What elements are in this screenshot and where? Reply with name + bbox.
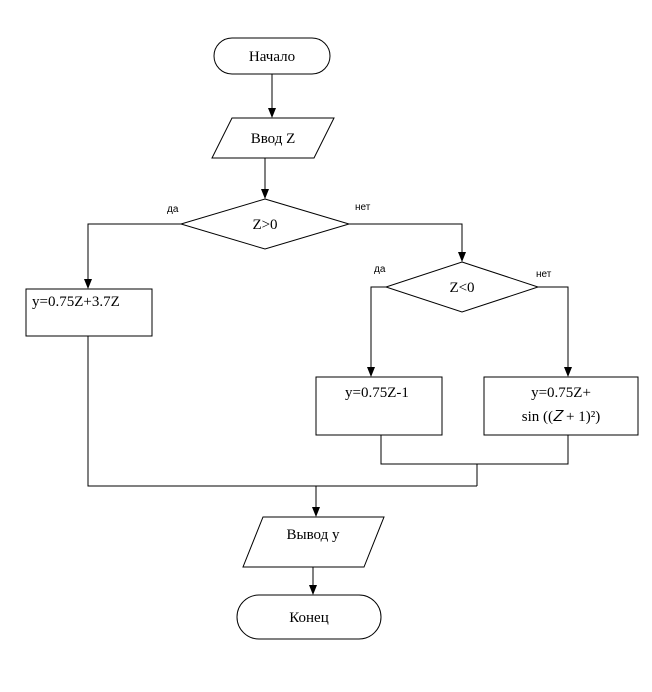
end-label: Конец	[289, 610, 328, 626]
input-parallelogram: Ввод Z	[211, 117, 335, 159]
arrowhead-end	[309, 585, 317, 595]
process-right-box: y=0.75Z+ sin ((𝑍 + 1)²)	[483, 376, 639, 436]
process-left-label: y=0.75Z+3.7Z	[32, 294, 120, 310]
process-mid-box: y=0.75Z-1	[315, 376, 443, 436]
decision2-diamond: Z<0	[384, 261, 540, 313]
decision1-yes-label: да	[167, 204, 179, 215]
decision2-yes-label: да	[374, 264, 386, 275]
connector-decision1-yes	[87, 223, 181, 280]
process-right-label-line1: y=0.75Z+	[531, 385, 591, 401]
start-label: Начало	[249, 49, 295, 65]
decision2-label: Z<0	[449, 280, 474, 296]
connector-decision2-yes	[370, 286, 386, 368]
output-label: Вывод y	[286, 527, 340, 543]
decision1-label: Z>0	[252, 217, 277, 233]
arrowhead-process-left	[84, 279, 92, 289]
arrowhead-decision1	[261, 189, 269, 199]
arrowhead-process-right	[564, 367, 572, 377]
process-mid-label: y=0.75Z-1	[345, 385, 409, 401]
arrowhead-decision2	[458, 252, 466, 262]
arrowhead-output	[312, 507, 320, 517]
connector-merge-outer	[87, 336, 477, 487]
decision1-diamond: Z>0	[179, 198, 351, 250]
input-label: Ввод Z	[251, 131, 296, 147]
end-terminator: Конец	[236, 594, 382, 640]
connector-merge-inner	[380, 435, 569, 465]
arrowhead-input	[268, 108, 276, 118]
decision2-no-label: нет	[536, 269, 552, 280]
decision1-no-label: нет	[355, 202, 371, 213]
start-terminator: Начало	[213, 37, 331, 75]
connector-decision1-no	[349, 223, 463, 253]
process-left-box: y=0.75Z+3.7Z	[25, 288, 153, 337]
arrowhead-process-mid	[367, 367, 375, 377]
output-parallelogram: Вывод y	[242, 516, 385, 568]
process-right-label-line2: sin ((𝑍 + 1)²)	[522, 409, 600, 425]
connector-decision2-no	[538, 286, 569, 368]
